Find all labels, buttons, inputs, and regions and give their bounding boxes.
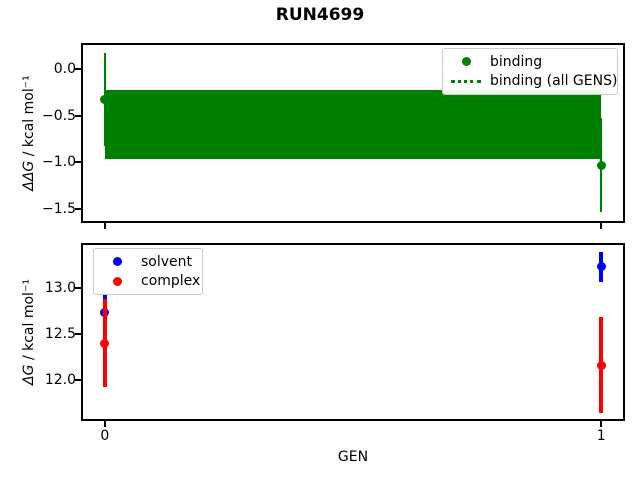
- ylabel-dg-units: / kcal mol⁻¹: [21, 279, 37, 365]
- ylabel-dg-symbol: ΔG: [21, 364, 37, 385]
- legend-item-solvent: solvent: [96, 252, 200, 272]
- y-tick-mark: [75, 68, 81, 71]
- y-tick-label: −1.0: [42, 154, 76, 171]
- band-binding-all-GENS-: [104, 90, 602, 160]
- marker-complex: [596, 360, 606, 370]
- legend-binding: binding binding (all GENS): [442, 48, 618, 95]
- marker-binding: [596, 160, 606, 170]
- legend-label-binding-all-gens: binding (all GENS): [490, 73, 618, 90]
- x-tick-label: 0: [100, 428, 110, 444]
- complex-dot-icon: [112, 276, 122, 286]
- marker-complex: [100, 338, 110, 348]
- solvent-dot-icon: [112, 257, 122, 267]
- legend-item-binding-all-gens: binding (all GENS): [445, 72, 618, 92]
- y-tick-mark: [75, 332, 81, 335]
- ylabel-dg: ΔG / kcal mol⁻¹: [21, 279, 37, 385]
- binding-dot-icon: [461, 57, 471, 67]
- x-tick-mark: [103, 223, 106, 229]
- y-tick-label: 12.5: [44, 325, 76, 342]
- y-tick-mark: [75, 207, 81, 210]
- x-tick-mark: [103, 421, 106, 427]
- binding-all-gens-dotted-line-icon: [451, 79, 481, 83]
- xlabel-gen: GEN: [337, 449, 369, 465]
- y-tick-mark: [75, 114, 81, 117]
- y-tick-label: −0.5: [42, 107, 76, 124]
- legend-item-complex: complex: [96, 272, 200, 292]
- y-tick-label: 0.0: [53, 61, 76, 78]
- legend-label-binding: binding: [490, 53, 543, 70]
- y-tick-label: 13.0: [44, 279, 76, 296]
- x-tick-mark: [600, 421, 603, 427]
- axes-binding: [81, 43, 625, 223]
- y-tick-label: 12.0: [44, 371, 76, 388]
- y-tick-label: −1.5: [42, 200, 76, 217]
- y-tick-mark: [75, 161, 81, 164]
- ylabel-ddg-units: / kcal mol⁻¹: [21, 75, 37, 161]
- legend-item-binding: binding: [445, 52, 615, 72]
- legend-dg: solvent complex: [93, 248, 203, 295]
- y-tick-mark: [75, 378, 81, 381]
- ylabel-ddg: ΔΔG / kcal mol⁻¹: [21, 75, 37, 190]
- legend-label-solvent: solvent: [141, 253, 193, 270]
- marker-solvent: [596, 262, 606, 272]
- y-tick-mark: [75, 286, 81, 289]
- legend-label-complex: complex: [141, 273, 201, 290]
- x-tick-label: 1: [596, 428, 606, 444]
- ylabel-ddg-symbol: ΔΔG: [21, 160, 37, 191]
- figure-title: RUN4699: [275, 5, 365, 25]
- x-tick-mark: [600, 223, 603, 229]
- axes-dg: [81, 243, 625, 421]
